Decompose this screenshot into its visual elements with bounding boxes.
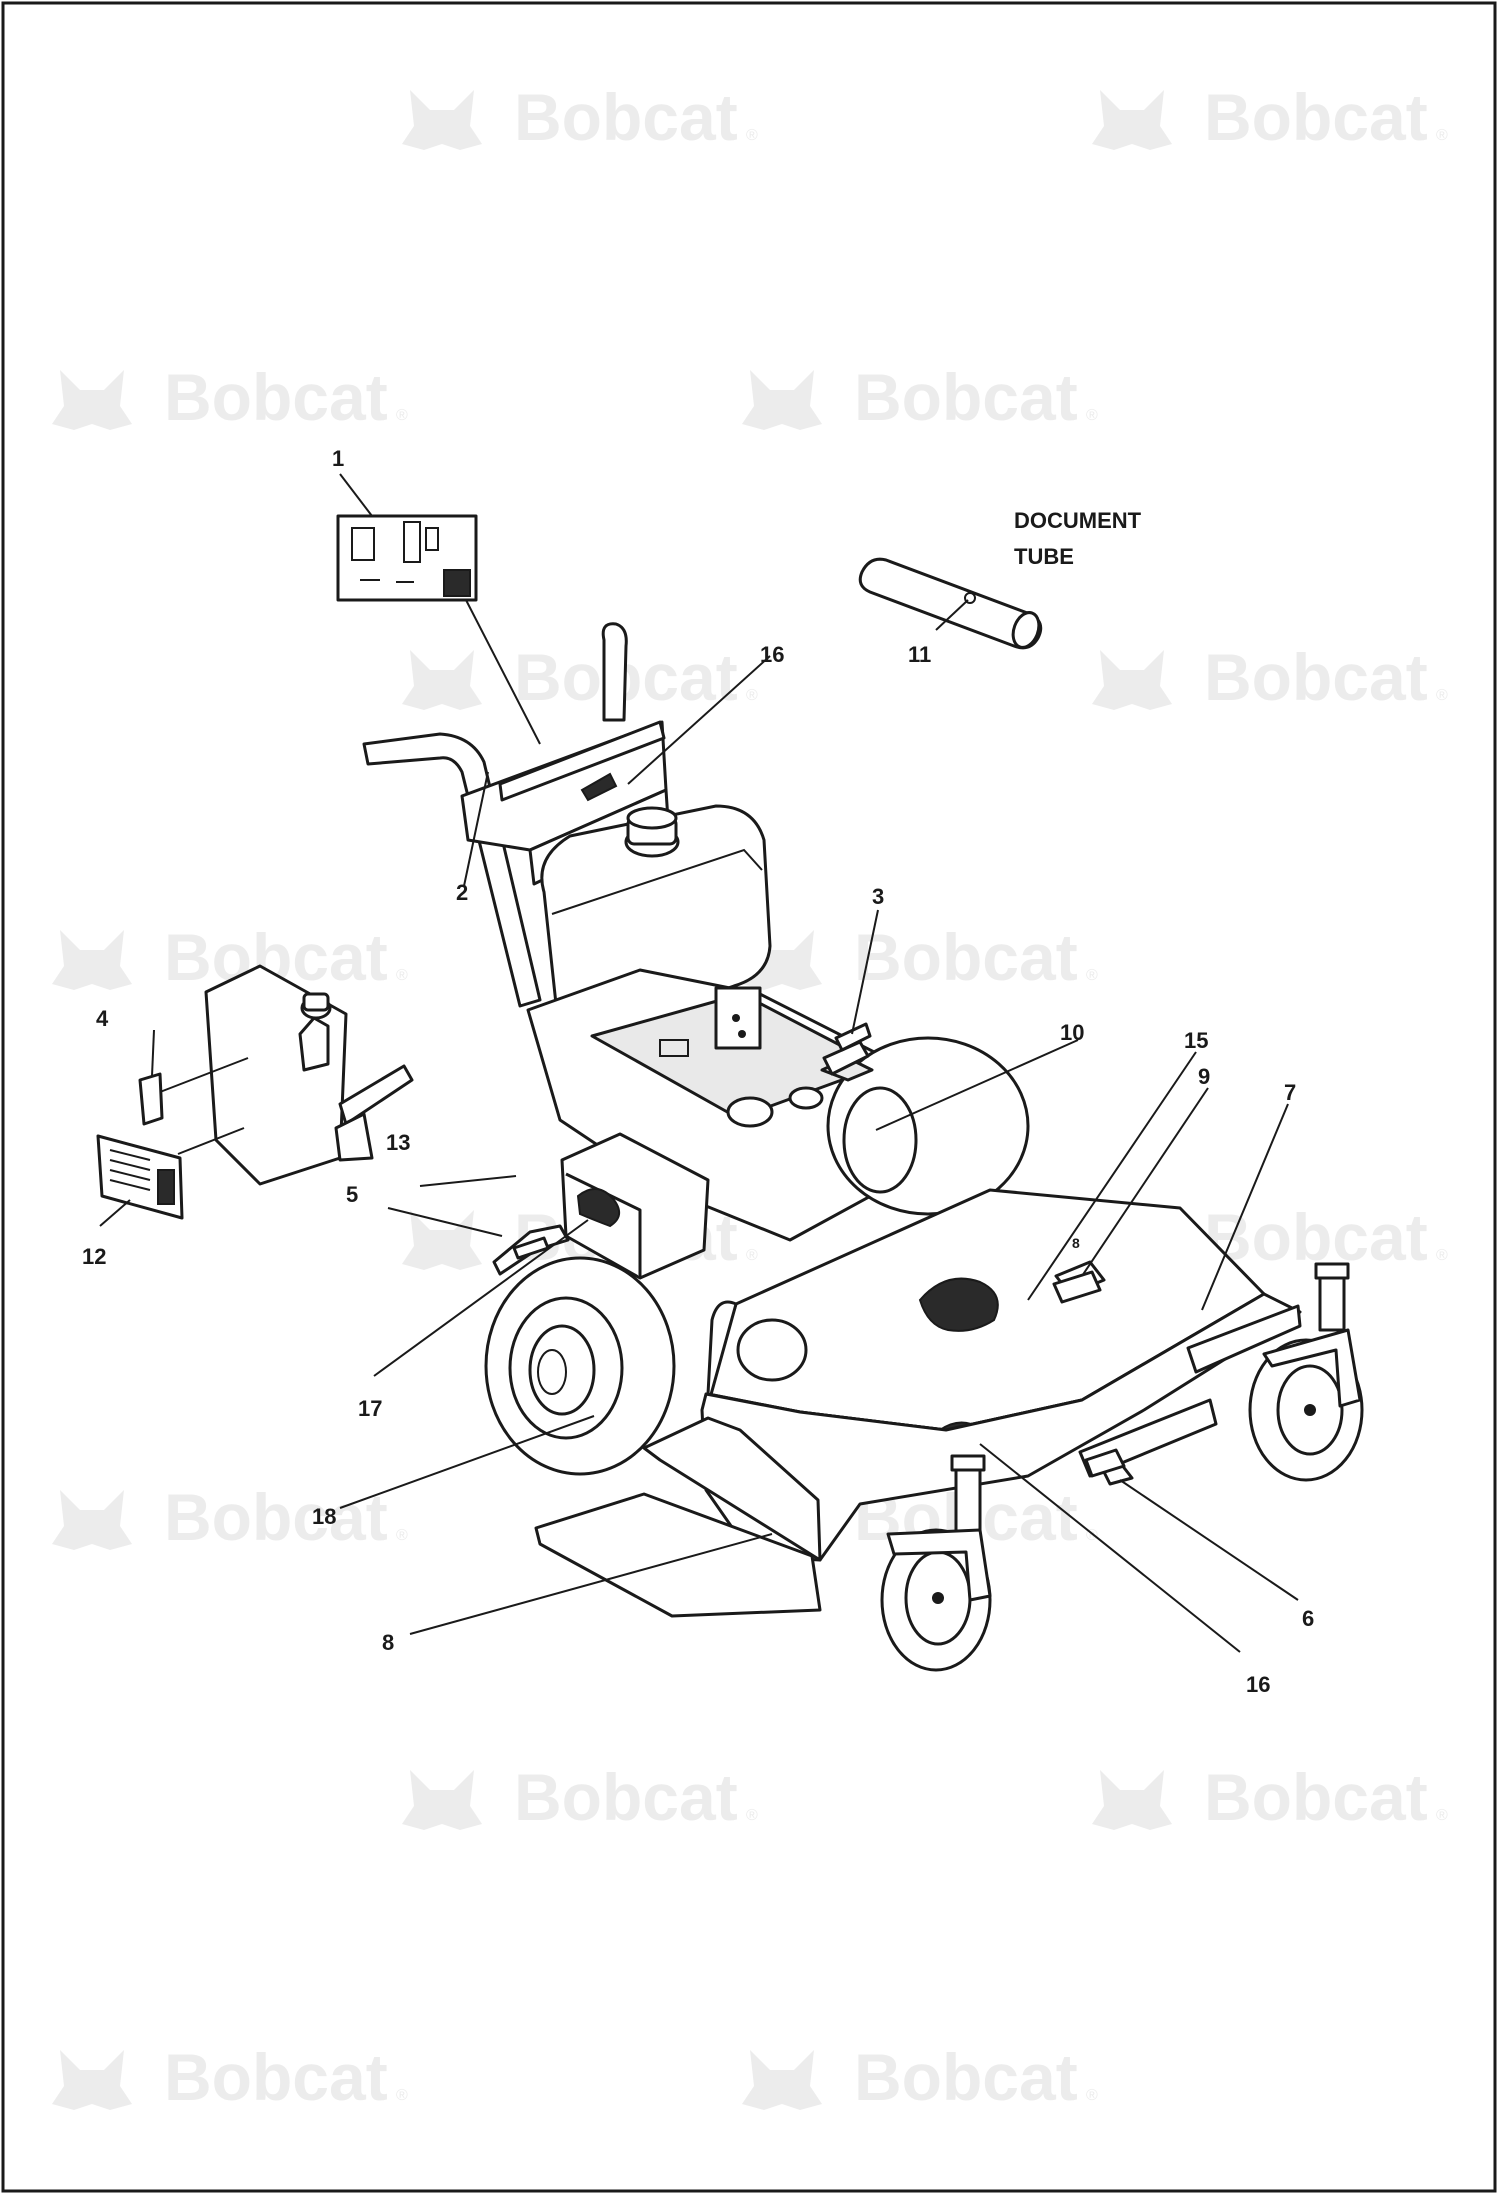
document-tube-label-line2: TUBE <box>1014 544 1074 569</box>
callout-11: 11 <box>908 642 931 667</box>
callout-16-dash: 16 <box>760 642 784 667</box>
callout-10: 10 <box>1060 1020 1084 1045</box>
watermark-tile: Bobcat ® <box>52 2040 408 2114</box>
watermark-tile: Bobcat ® <box>1092 80 1448 154</box>
callout-18: 18 <box>312 1504 336 1529</box>
watermark-reg-mark: ® <box>1436 127 1448 144</box>
watermark-tile: Bobcat ® <box>742 2040 1098 2114</box>
watermark-brand: Bobcat <box>164 2040 388 2114</box>
right-rear-wheel <box>820 1036 1030 1216</box>
handlebar <box>362 622 628 1008</box>
watermark-reg-mark: ® <box>1436 687 1448 704</box>
watermark-reg-mark: ® <box>746 1247 758 1264</box>
watermark-reg-mark: ® <box>746 1807 758 1824</box>
bobcat-logo-icon <box>1092 90 1172 150</box>
watermark-reg-mark: ® <box>1436 1247 1448 1264</box>
bobcat-logo-icon <box>402 1770 482 1830</box>
watermark-tile: Bobcat ® <box>742 360 1098 434</box>
lever-decal-3 <box>834 1022 872 1052</box>
watermark-tile: Bobcat® <box>402 640 758 714</box>
watermark-brand: Bobcat <box>164 1480 388 1554</box>
watermark-brand: Bobcat <box>164 360 388 434</box>
decal-12 <box>96 1134 184 1220</box>
bobcat-logo-icon <box>1092 650 1172 710</box>
watermark-tile: Bobcat ® <box>52 1480 408 1554</box>
callout-3: 3 <box>872 884 884 909</box>
bobcat-logo-icon <box>402 650 482 710</box>
engine-shroud <box>204 964 414 1186</box>
callout-4: 4 <box>96 1006 109 1031</box>
deck-skirt <box>534 1292 1302 1618</box>
watermark-brand: Bobcat <box>854 920 1078 994</box>
watermark-reg-mark: ® <box>1436 1807 1448 1824</box>
watermark-tile: Bobcat ® <box>52 360 408 434</box>
watermark-reg-mark: ® <box>1086 2087 1098 2104</box>
engine-frame <box>526 968 902 1242</box>
document-tube <box>858 557 1043 650</box>
callout-16-deck: 16 <box>1246 1672 1270 1697</box>
decal-6 <box>1084 1448 1126 1478</box>
watermark-tile: Bobcat ® <box>1092 640 1448 714</box>
callout-13: 13 <box>386 1130 410 1155</box>
bobcat-logo-icon <box>52 2050 132 2110</box>
watermark-tile: Bobcat ® <box>402 80 758 154</box>
callout-8: 8 <box>382 1630 394 1655</box>
left-front-caster <box>880 1454 992 1672</box>
watermark-brand: Bobcat <box>514 80 738 154</box>
callout-15: 15 <box>1184 1028 1208 1053</box>
control-panel-decal <box>336 514 478 602</box>
callout-1: 1 <box>332 446 344 471</box>
callout-8-deck: 8 <box>1072 1235 1080 1251</box>
decal-4 <box>138 1072 164 1126</box>
watermark-tile: Bobcat ® <box>1092 1760 1448 1834</box>
watermark-tile: Bobcat ® <box>402 1760 758 1834</box>
watermark-brand: Bobcat <box>1204 1200 1428 1274</box>
watermark-reg-mark: ® <box>1086 407 1098 424</box>
callout-9: 9 <box>1198 1064 1210 1089</box>
watermark-reg-mark: ® <box>396 967 408 984</box>
bobcat-logo-icon <box>1092 1770 1172 1830</box>
bobcat-logo-icon <box>52 1490 132 1550</box>
decal-9 <box>1052 1270 1102 1304</box>
callout-12: 12 <box>82 1244 106 1269</box>
bobcat-logo-icon <box>402 90 482 150</box>
watermark-brand: Bobcat <box>854 2040 1078 2114</box>
bobcat-logo-icon <box>402 1210 482 1270</box>
watermark-reg-mark: ® <box>396 2087 408 2104</box>
callout-17: 17 <box>358 1396 382 1421</box>
bobcat-logo-icon <box>742 2050 822 2110</box>
callout-labels: 1 2 3 4 5 6 7 8 8 9 10 11 12 13 15 16 16… <box>82 446 1314 1697</box>
watermark-brand: Bobcat <box>1204 640 1428 714</box>
watermark-brand: Bobcat <box>1204 1760 1428 1834</box>
callout-7: 7 <box>1284 1080 1296 1105</box>
watermark-reg-mark: ® <box>746 687 758 704</box>
callout-6: 6 <box>1302 1606 1314 1631</box>
watermark-reg-mark: ® <box>396 1527 408 1544</box>
bobcat-logo-icon <box>52 930 132 990</box>
callout-2: 2 <box>456 880 468 905</box>
bobcat-logo-icon <box>52 370 132 430</box>
watermark-brand: Bobcat <box>854 360 1078 434</box>
watermark-reg-mark: ® <box>746 127 758 144</box>
right-front-caster <box>1186 1262 1364 1482</box>
watermark-brand: Bobcat <box>1204 80 1428 154</box>
callout-5: 5 <box>346 1182 358 1207</box>
watermark-brand: Bobcat <box>514 1760 738 1834</box>
watermark-reg-mark: ® <box>1086 967 1098 984</box>
left-rear-wheel <box>484 1256 676 1476</box>
bobcat-logo-icon <box>742 370 822 430</box>
deck-decals <box>1052 1270 1126 1478</box>
watermark-reg-mark: ® <box>396 407 408 424</box>
document-tube-label-line1: DOCUMENT <box>1014 508 1142 533</box>
leader-lines <box>99 473 1299 1653</box>
watermark-tile: Bobcat ® <box>742 920 1098 994</box>
